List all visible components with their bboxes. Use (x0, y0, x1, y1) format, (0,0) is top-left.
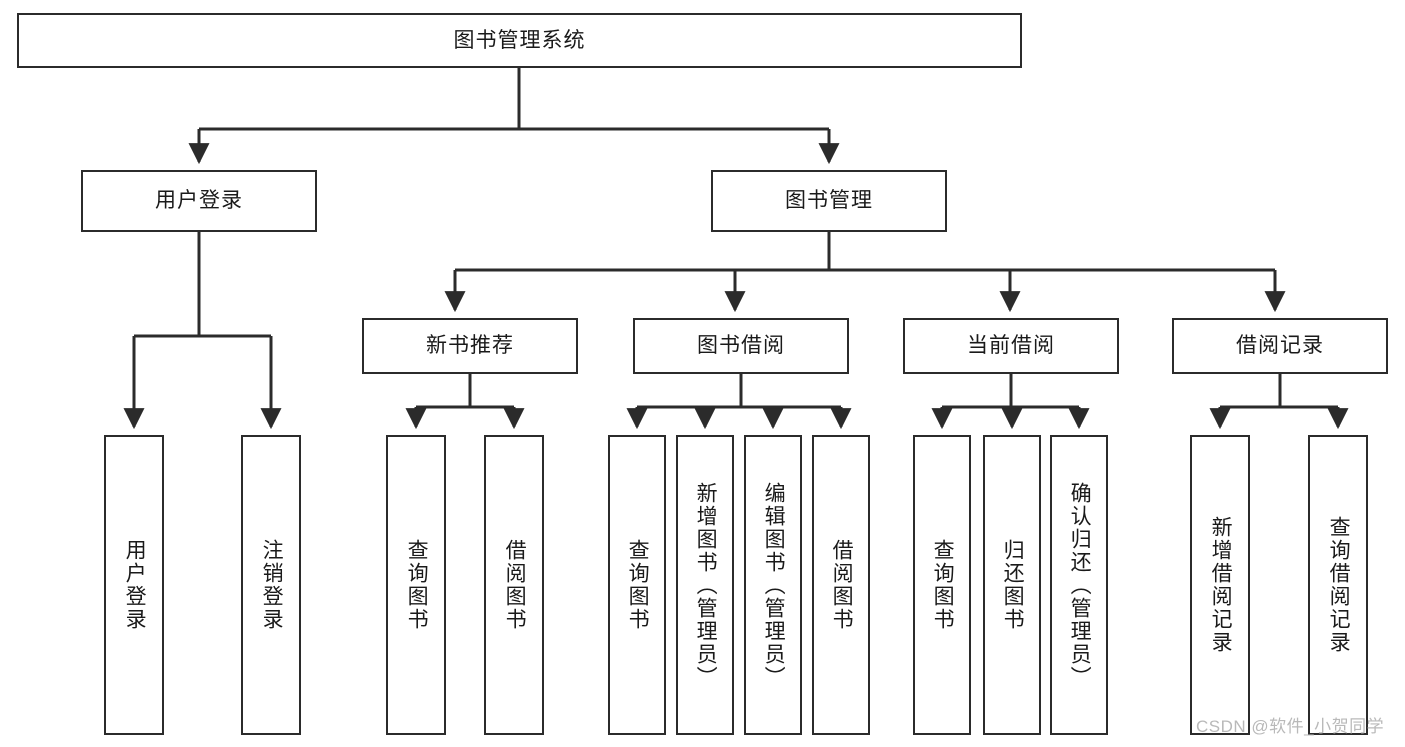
node-current-borrow-label: 当前借阅 (967, 334, 1055, 358)
node-root[interactable]: 图书管理系统 (17, 13, 1022, 68)
node-leaf-user-login-label: 用户登录 (123, 539, 147, 631)
node-leaf-query-book-borrow-label: 查询图书 (626, 539, 650, 631)
node-leaf-user-logout[interactable]: 注销登录 (241, 435, 301, 735)
node-leaf-confirm-return[interactable]: 确认归还（管理员） (1050, 435, 1108, 735)
node-book-borrow[interactable]: 图书借阅 (633, 318, 849, 374)
node-borrow-record-label: 借阅记录 (1236, 334, 1324, 358)
node-leaf-user-login[interactable]: 用户登录 (104, 435, 164, 735)
node-leaf-add-book[interactable]: 新增图书（管理员） (676, 435, 734, 735)
node-book-manage-label: 图书管理 (785, 189, 873, 213)
node-book-borrow-label: 图书借阅 (697, 334, 785, 358)
node-new-book-recommend-label: 新书推荐 (426, 334, 514, 358)
node-leaf-add-book-label: 新增图书（管理员） (694, 481, 718, 689)
node-leaf-edit-book-label: 编辑图书（管理员） (762, 481, 786, 689)
node-new-book-recommend[interactable]: 新书推荐 (362, 318, 578, 374)
node-leaf-query-book-rec[interactable]: 查询图书 (386, 435, 446, 735)
node-leaf-query-book-cur[interactable]: 查询图书 (913, 435, 971, 735)
node-user-login[interactable]: 用户登录 (81, 170, 317, 232)
node-leaf-user-logout-label: 注销登录 (260, 539, 284, 631)
node-leaf-query-record-label: 查询借阅记录 (1327, 516, 1351, 654)
node-borrow-record[interactable]: 借阅记录 (1172, 318, 1388, 374)
node-book-manage[interactable]: 图书管理 (711, 170, 947, 232)
node-leaf-borrow-book-label: 借阅图书 (830, 539, 854, 631)
node-leaf-add-record-label: 新增借阅记录 (1209, 516, 1233, 654)
node-leaf-borrow-book-rec-label: 借阅图书 (503, 539, 527, 631)
node-current-borrow[interactable]: 当前借阅 (903, 318, 1119, 374)
node-leaf-add-record[interactable]: 新增借阅记录 (1190, 435, 1250, 735)
csdn-watermark: CSDN @软件_小贺同学 (1196, 717, 1385, 736)
node-leaf-return-book-label: 归还图书 (1001, 539, 1025, 631)
node-leaf-borrow-book-rec[interactable]: 借阅图书 (484, 435, 544, 735)
node-leaf-query-book-borrow[interactable]: 查询图书 (608, 435, 666, 735)
node-leaf-query-book-cur-label: 查询图书 (931, 539, 955, 631)
node-leaf-confirm-return-label: 确认归还（管理员） (1068, 481, 1092, 689)
node-leaf-query-book-rec-label: 查询图书 (405, 539, 429, 631)
node-leaf-query-record[interactable]: 查询借阅记录 (1308, 435, 1368, 735)
node-user-login-label: 用户登录 (155, 189, 243, 213)
node-leaf-edit-book[interactable]: 编辑图书（管理员） (744, 435, 802, 735)
node-leaf-return-book[interactable]: 归还图书 (983, 435, 1041, 735)
node-root-label: 图书管理系统 (453, 28, 586, 52)
node-leaf-borrow-book[interactable]: 借阅图书 (812, 435, 870, 735)
